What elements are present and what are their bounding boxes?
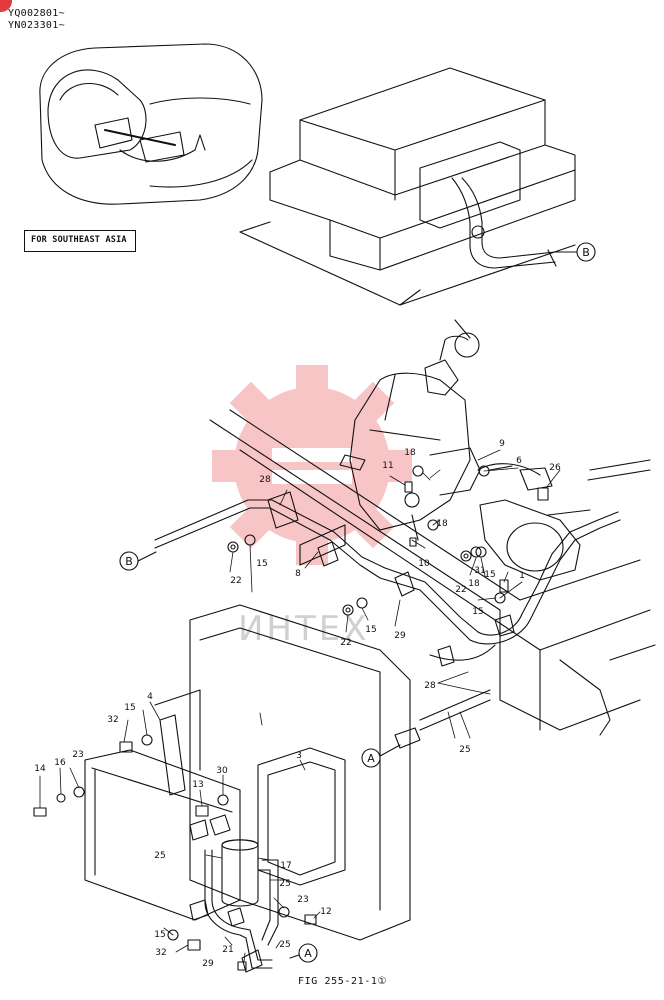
callout-15d: 15 <box>484 570 495 580</box>
leader-lines <box>39 449 561 963</box>
callout-32a: 32 <box>107 715 118 725</box>
callout-9: 9 <box>499 439 505 449</box>
connector-b-left: B <box>125 555 133 568</box>
callout-30: 30 <box>216 766 228 776</box>
callout-18b: 18 <box>436 519 448 529</box>
fan-compressor-assembly <box>339 319 591 581</box>
region-note: FOR SOUTHEAST ASIA <box>31 235 127 245</box>
callout-22a: 22 <box>230 576 241 586</box>
callout-32b: 32 <box>155 948 166 958</box>
engine-hood-view <box>239 67 576 306</box>
watermark-text: ИНТЕХ <box>238 609 370 649</box>
callout-22b: 22 <box>340 638 351 648</box>
callout-26: 26 <box>549 463 561 473</box>
region-note-box: FOR SOUTHEAST ASIA <box>24 230 136 252</box>
callout-3: 3 <box>296 751 302 761</box>
callout-12: 12 <box>320 907 331 917</box>
callout-18a: 18 <box>404 448 416 458</box>
callout-25a: 25 <box>154 851 165 861</box>
callout-16: 16 <box>54 758 66 768</box>
callout-15b: 15 <box>256 559 267 569</box>
connector-markers <box>119 242 596 963</box>
serial-range-2: YN023301~ <box>8 20 65 31</box>
callout-23a: 23 <box>72 750 83 760</box>
callout-6: 6 <box>516 456 522 466</box>
machine-overview-inset <box>39 43 263 205</box>
callout-8: 8 <box>295 569 301 579</box>
callout-28b: 28 <box>424 681 436 691</box>
callout-25b: 25 <box>279 879 290 889</box>
callout-15e: 15 <box>472 607 483 617</box>
callout-15f: 15 <box>154 930 165 940</box>
callout-25d: 25 <box>459 745 470 755</box>
callout-1: 1 <box>519 571 525 581</box>
pipe-b-section <box>154 491 621 667</box>
callout-15a: 15 <box>124 703 135 713</box>
connector-b-top: B <box>582 246 590 259</box>
callout-21: 21 <box>222 945 233 955</box>
callout-17: 17 <box>280 861 291 871</box>
callout-18c: 18 <box>468 579 480 589</box>
callout-4: 4 <box>147 692 153 702</box>
callout-10: 10 <box>418 559 430 569</box>
callout-15c: 15 <box>365 625 376 635</box>
callout-25c: 25 <box>279 940 290 950</box>
callout-23b: 23 <box>297 895 308 905</box>
connector-a-bottom: A <box>304 947 312 960</box>
callout-28a: 28 <box>259 475 271 485</box>
connector-a-mid: A <box>367 752 375 765</box>
callout-14: 14 <box>34 764 46 774</box>
condenser-assembly <box>84 604 491 941</box>
callout-11: 11 <box>382 461 393 471</box>
callout-29a: 29 <box>394 631 406 641</box>
callout-22c: 22 <box>455 585 466 595</box>
callout-13: 13 <box>192 780 203 790</box>
receiver-drier <box>189 819 279 973</box>
callout-31: 31 <box>474 566 485 576</box>
serial-range-1: YQ002801~ <box>8 8 65 19</box>
callout-29b: 29 <box>202 959 214 969</box>
chassis-frame <box>209 409 656 736</box>
figure-caption: FIG 255-21-1① <box>298 976 388 987</box>
